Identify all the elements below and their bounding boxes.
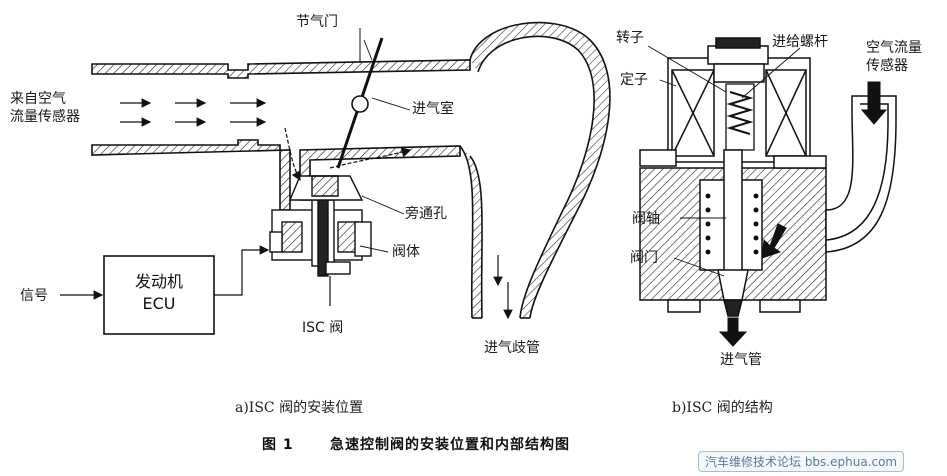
- intake-pipe-lower-wall: [91, 139, 461, 211]
- label-ecu-line2: ECU: [142, 294, 176, 313]
- afs-inlet-pipe: [825, 95, 897, 253]
- label-stator: 定子: [620, 72, 648, 88]
- label-bypass-hole: 旁通孔: [405, 206, 447, 222]
- label-afs-line2: 传感器: [866, 58, 908, 74]
- leader-lines-a: [359, 39, 411, 253]
- label-ecu-line1: 发动机: [134, 272, 183, 291]
- label-signal: 信号: [20, 288, 48, 304]
- label-isc-valve: ISC 阀: [302, 320, 344, 336]
- figure-title: 急速控制阀的安装位置和内部结构图: [330, 437, 570, 453]
- caption-panel-b: b)ISC 阀的结构: [672, 400, 773, 416]
- throttle-plate: [336, 28, 384, 169]
- label-throttle: 节气门: [296, 14, 338, 30]
- label-feed-screw: 进给螺杆: [772, 34, 828, 50]
- ecu-wiring: [60, 245, 331, 306]
- forum-watermark: 汽车维修技术论坛 bbs.ephua.com: [698, 451, 905, 472]
- ecu-box: [103, 255, 215, 335]
- isc-valve-assembly: [269, 175, 372, 277]
- manifold-outflow-arrows: [493, 255, 513, 320]
- label-afs-line1: 空气流量: [866, 40, 922, 56]
- label-valve-shaft: 阀轴: [632, 211, 660, 227]
- label-valve-body: 阀体: [392, 244, 420, 260]
- label-from-afm-line2: 流量传感器: [10, 109, 80, 125]
- valve-body-b: [639, 149, 827, 317]
- label-valve-gate: 阀门: [630, 250, 658, 266]
- label-intake-chamber: 进气室: [412, 101, 454, 117]
- incoming-air-arrows: [120, 98, 267, 127]
- manifold-wall-hatch: [460, 22, 610, 318]
- bypass-airflow-arrows: [284, 127, 412, 182]
- label-intake-pipe: 进气管: [720, 352, 762, 368]
- rotor-feed-screw: [725, 83, 755, 151]
- label-from-afm-line1: 来自空气: [10, 91, 66, 107]
- valve-spring: [705, 193, 759, 255]
- leader-lines-b: [647, 45, 801, 277]
- figure-number: 图 1: [262, 437, 294, 453]
- caption-panel-a: a)ISC 阀的安装位置: [235, 400, 364, 416]
- intake-pipe-upper-wall: [91, 59, 471, 79]
- label-intake-manifold: 进气歧管: [484, 340, 540, 356]
- label-rotor: 转子: [616, 30, 644, 46]
- airflow-arrows-b: [718, 81, 888, 347]
